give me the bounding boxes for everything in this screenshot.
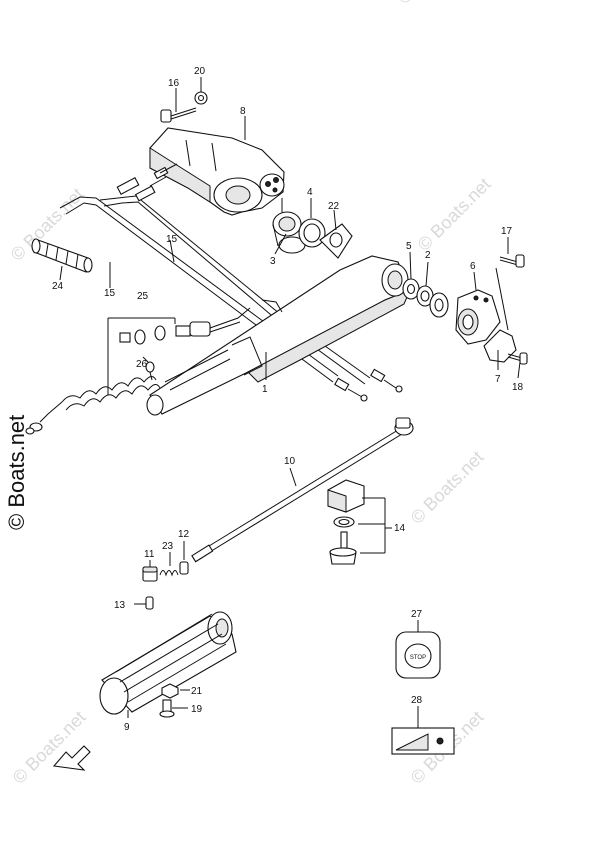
throttle-grip-part-9: [99, 611, 237, 715]
label-part-3: 3: [270, 256, 276, 267]
pin-part-12: [179, 561, 189, 575]
label-part-25: 25: [137, 291, 149, 302]
leader-lines: [59, 77, 521, 728]
stop-decal-text: STOP: [410, 655, 426, 661]
spring-part-23: [159, 570, 179, 577]
stop-decal-part-27: STOP: [395, 631, 441, 679]
label-part-15a: 15: [166, 234, 178, 245]
washer-part-2b: [429, 292, 449, 318]
forward-arrow-icon: [52, 745, 91, 771]
throttle-decal-part-28: [391, 727, 455, 755]
label-part-17: 17: [501, 226, 513, 237]
plate-part-22: [319, 223, 353, 259]
watermark-top-right: © Boats.net: [414, 174, 495, 255]
housing-part-6: [455, 289, 501, 345]
label-part-2: 2: [425, 250, 431, 261]
watermark-bottom-left: © Boats.net: [9, 707, 90, 788]
washer-part-20: [194, 91, 208, 105]
bracket-lines-14: [358, 497, 392, 554]
label-part-11: 11: [144, 549, 155, 560]
label-part-10: 10: [284, 456, 296, 467]
label-part-12: 12: [178, 529, 190, 540]
watermark-mid-right: © Boats.net: [407, 447, 488, 528]
label-part-20: 20: [194, 66, 206, 77]
label-part-23: 23: [162, 541, 174, 552]
adjuster-part-14: [327, 479, 365, 565]
label-part-8: 8: [240, 106, 246, 117]
watermark-top-edge: © Boats.net: [394, 0, 475, 8]
label-part-18: 18: [512, 382, 524, 393]
bolt-part-19: [159, 699, 175, 718]
screw-part-18: [507, 352, 528, 365]
label-part-5: 5: [406, 241, 412, 252]
lanyard-part-26: [25, 361, 161, 435]
label-part-13: 13: [114, 600, 126, 611]
throttle-shaft-part-10: [191, 417, 414, 563]
screw-part-17: [499, 254, 525, 268]
label-part-9: 9: [124, 722, 130, 733]
tiller-arm-part-1: [146, 255, 411, 416]
label-part-26: 26: [136, 359, 148, 370]
nut-part-21: [161, 683, 179, 699]
label-part-19: 19: [191, 704, 203, 715]
grip-sleeve-part-24: [31, 238, 93, 273]
label-part-24: 24: [52, 281, 64, 292]
label-part-27: 27: [411, 609, 423, 620]
washer-part-2: [416, 285, 434, 307]
label-part-4: 4: [307, 187, 313, 198]
label-part-1: 1: [262, 384, 268, 395]
part-number-labels: 1 2 3 4 5 6 7 8 9 10 11 12 13 14 15 15 1…: [52, 66, 524, 733]
label-part-21: 21: [191, 686, 203, 697]
bushing-part-3: [272, 211, 306, 254]
block-part-11: [142, 566, 158, 582]
label-part-6: 6: [470, 261, 476, 272]
bracket-lines-25: [107, 317, 176, 395]
label-part-14: 14: [394, 523, 406, 534]
tiller-bracket-part-8: [149, 127, 285, 216]
pin-part-13: [145, 596, 154, 610]
bolt-part-16: [160, 107, 197, 123]
label-part-16: 16: [168, 78, 180, 89]
label-part-22: 22: [328, 201, 340, 212]
watermark-left-vertical: © Boats.net: [4, 415, 29, 530]
stop-switch-part-25: [119, 307, 251, 345]
label-part-7: 7: [495, 374, 501, 385]
label-part-28: 28: [411, 695, 423, 706]
washer-part-4: [298, 218, 326, 248]
label-part-15b: 15: [104, 288, 116, 299]
